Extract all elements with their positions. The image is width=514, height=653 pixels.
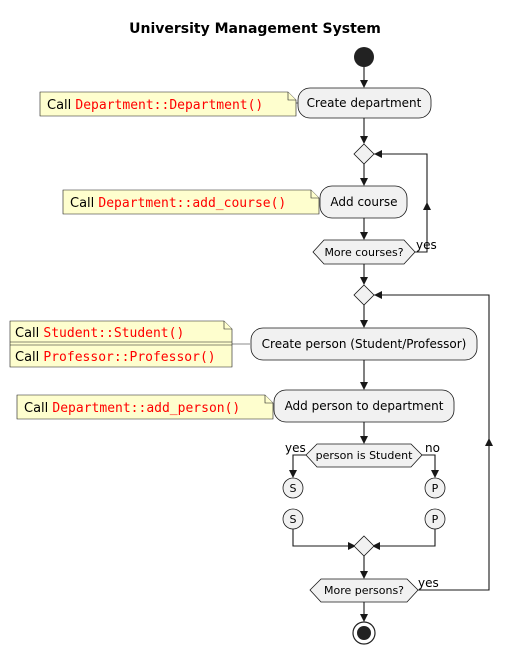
- note-prefix: Call: [15, 350, 43, 365]
- activity-add-course: Add course: [319, 185, 408, 219]
- note-code: Department::add_person(): [52, 401, 240, 416]
- svg-text:Call Student::Student(): Call Student::Student(): [15, 326, 184, 341]
- svg-text:Call Department::add_person(): Call Department::add_person(): [24, 401, 240, 416]
- branch-label-persons-yes: yes: [418, 576, 439, 590]
- activity-create-department: Create department: [297, 87, 432, 119]
- branch-label-student-yes: yes: [285, 441, 306, 455]
- note-create-person: Call Student::Student() Call Professor::…: [9, 320, 250, 368]
- svg-text:Call Department::add_course(): Call Department::add_course(): [70, 196, 286, 211]
- svg-text:P: P: [432, 513, 439, 526]
- note-code: Department::Department(): [75, 98, 263, 113]
- branch-label-student-no: no: [425, 441, 440, 455]
- note-code: Student::Student(): [43, 326, 184, 341]
- connector-student-in: S: [282, 477, 304, 499]
- svg-text:More persons?: More persons?: [324, 584, 404, 597]
- svg-text:Create department: Create department: [307, 96, 422, 110]
- svg-text:More courses?: More courses?: [324, 246, 403, 259]
- merge-persons: [353, 284, 375, 306]
- svg-text:Add course: Add course: [330, 195, 397, 209]
- connector-professor-out: P: [424, 508, 446, 530]
- note-add-person: Call Department::add_person(): [16, 394, 274, 420]
- merge-courses: [353, 143, 375, 165]
- edges: [289, 67, 493, 622]
- note-prefix: Call: [70, 196, 98, 211]
- svg-text:Call Department::Department(): Call Department::Department(): [47, 98, 263, 113]
- note-prefix: Call: [47, 98, 75, 113]
- diagram-title: University Management System: [129, 21, 381, 37]
- note-prefix: Call: [15, 326, 43, 341]
- svg-text:S: S: [290, 482, 297, 495]
- note-prefix: Call: [24, 401, 52, 416]
- note-create-department: Call Department::Department(): [39, 91, 306, 117]
- note-add-course: Call Department::add_course(): [62, 189, 320, 215]
- decision-person-is-student: person is Student yes no: [285, 441, 440, 468]
- activity-create-person: Create person (Student/Professor): [250, 327, 478, 361]
- svg-text:Call Professor::Professor(): Call Professor::Professor(): [15, 350, 216, 365]
- merge-branches: [353, 535, 375, 557]
- svg-text:S: S: [290, 513, 297, 526]
- connector-professor-in: P: [424, 477, 446, 499]
- decision-more-courses: More courses? yes: [312, 238, 437, 265]
- end-node: [352, 621, 376, 645]
- svg-text:P: P: [432, 482, 439, 495]
- note-code: Department::add_course(): [98, 196, 286, 211]
- activity-add-person: Add person to department: [273, 389, 455, 423]
- start-node: [354, 47, 374, 67]
- branch-label-courses-yes: yes: [416, 238, 437, 252]
- svg-text:person is Student: person is Student: [316, 449, 413, 462]
- note-code: Professor::Professor(): [43, 350, 215, 365]
- connector-student-out: S: [282, 508, 304, 530]
- svg-text:Create person (Student/Profess: Create person (Student/Professor): [262, 337, 467, 351]
- decision-more-persons: More persons? yes: [309, 576, 439, 603]
- svg-text:Add person to department: Add person to department: [285, 399, 444, 413]
